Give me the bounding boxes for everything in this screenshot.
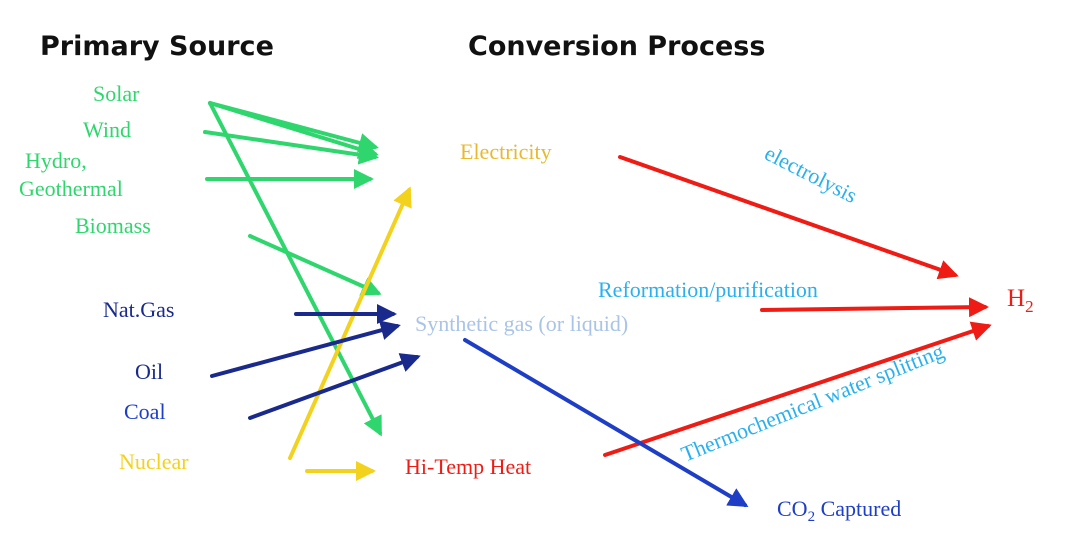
process-thermochemical: Thermochemical water splitting bbox=[678, 338, 948, 466]
arrow-solar-to-electricity-2 bbox=[208, 101, 379, 159]
carrier-electricity: Electricity bbox=[460, 139, 552, 164]
process-reformation: Reformation/purification bbox=[598, 277, 818, 302]
h2-subscript: 2 bbox=[1025, 297, 1034, 316]
carrier-hi-temp-heat: Hi-Temp Heat bbox=[405, 454, 531, 479]
output-co2-captured: CO2 Captured bbox=[777, 496, 901, 525]
arrow-wind-to-electricity bbox=[203, 130, 379, 165]
arrow-oil-to-synthetic-gas bbox=[210, 320, 401, 378]
arrow-solar-to-heat bbox=[208, 101, 382, 437]
arrow-electricity-to-h2 bbox=[618, 155, 959, 280]
source-biomass: Biomass bbox=[75, 213, 151, 238]
arrow-biomass-to-synthetic-gas bbox=[248, 234, 382, 296]
header-conversion-process: Conversion Process bbox=[468, 31, 765, 62]
co2-base: CO bbox=[777, 496, 808, 521]
arrow-synthetic-gas-to-co2 bbox=[463, 338, 749, 508]
source-wind: Wind bbox=[83, 117, 131, 142]
carrier-synthetic-gas: Synthetic gas (or liquid) bbox=[415, 311, 628, 336]
co2-subscript: 2 bbox=[808, 509, 816, 525]
source-solar: Solar bbox=[93, 81, 140, 106]
arrow-coal-to-synthetic-gas bbox=[248, 353, 421, 420]
source-natgas: Nat.Gas bbox=[103, 297, 174, 322]
h2-base: H bbox=[1007, 285, 1025, 312]
arrow-synthetic-gas-to-h2 bbox=[760, 297, 989, 318]
header-primary-source: Primary Source bbox=[40, 31, 274, 62]
source-geothermal: Geothermal bbox=[19, 176, 123, 201]
source-oil: Oil bbox=[135, 359, 163, 384]
source-hydro: Hydro, bbox=[25, 148, 87, 173]
process-electrolysis: electrolysis bbox=[761, 140, 862, 208]
source-nuclear: Nuclear bbox=[119, 449, 189, 474]
source-coal: Coal bbox=[124, 399, 166, 424]
arrow-heat-to-h2 bbox=[603, 321, 992, 457]
arrow-nuclear-to-electricity bbox=[288, 186, 412, 460]
co2-rest: Captured bbox=[815, 496, 901, 521]
output-h2: H2 bbox=[1007, 285, 1034, 316]
